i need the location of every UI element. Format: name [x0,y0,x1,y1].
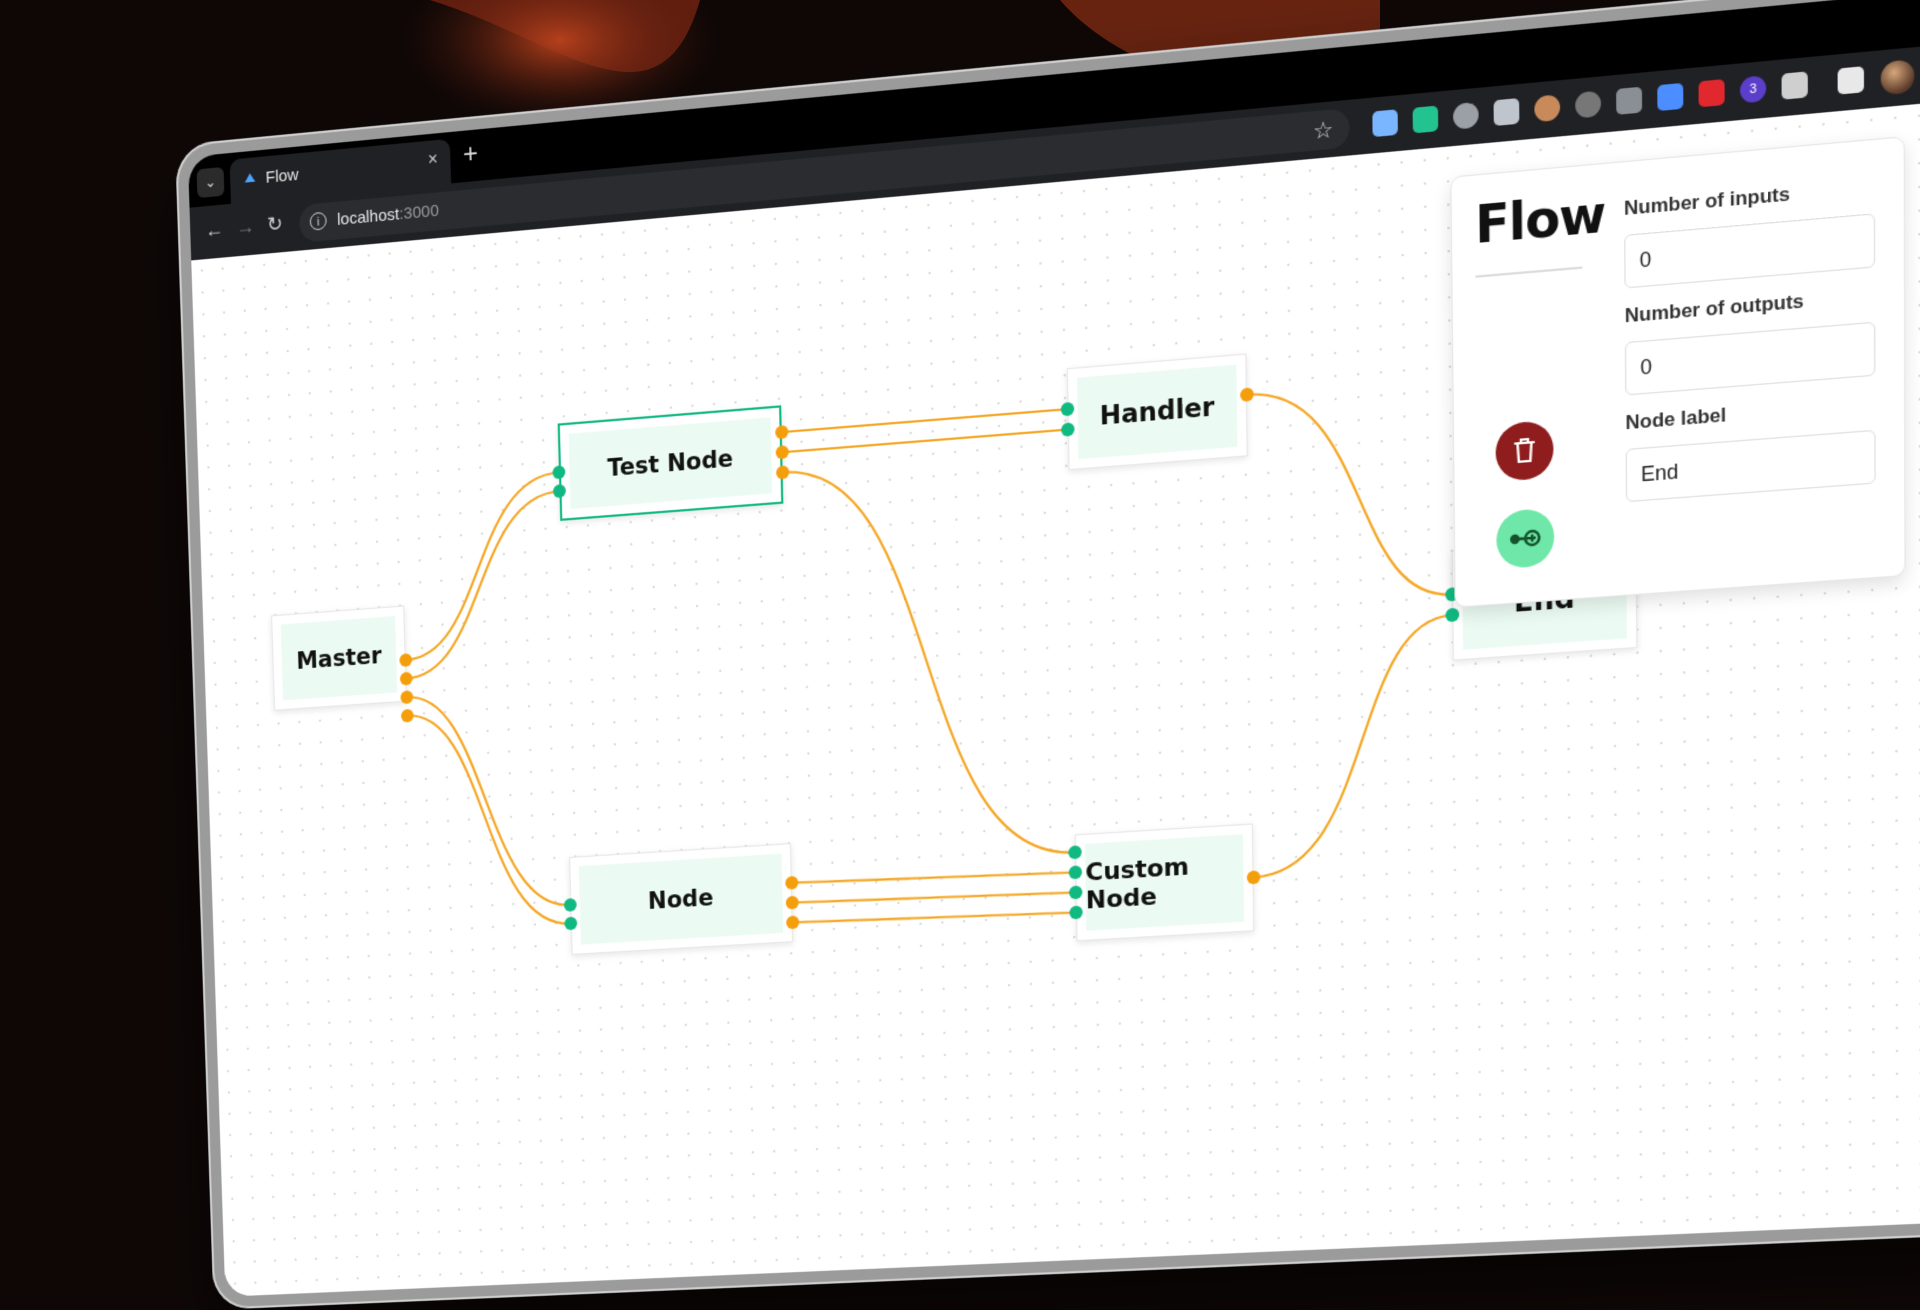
extension-translate-icon[interactable] [1657,82,1684,112]
node-label-custom-node: Custom Node [1084,834,1245,931]
inputs-count-field[interactable] [1624,213,1876,289]
edge-master-node-1 [407,686,571,914]
node-custom-node[interactable]: Custom Node [1074,823,1255,942]
url-port: :3000 [398,201,440,224]
new-tab-button[interactable]: + [462,138,479,170]
extension-lock-icon[interactable] [1698,79,1725,108]
node-label-test-node: Test Node [568,417,773,510]
extension-shield-icon[interactable] [1493,98,1520,127]
node-master[interactable]: Master [271,605,407,711]
url-text: localhost:3000 [337,201,439,229]
node-node[interactable]: Node [569,843,794,955]
site-info-icon[interactable]: i [309,211,327,231]
node-label-field[interactable] [1625,429,1876,503]
reload-icon[interactable]: ↻ [266,212,284,236]
extension-mail-icon[interactable] [1412,105,1439,134]
trash-icon [1495,420,1553,482]
device-bezel: ⌄ Flow × + – ❐ ✕ ← → ↻ i lo [175,0,1920,1310]
node-editor-panel: Flow Number of inputs Number of outputs … [1450,136,1906,608]
edge-master-testnode-2 [401,491,564,679]
link-node-icon [1496,508,1554,570]
node-label-handler: Handler [1076,364,1238,460]
extension-tool-icon[interactable] [1616,86,1643,115]
panel-title: Flow [1474,185,1606,256]
bookmark-star-icon[interactable]: ☆ [1312,117,1334,145]
node-handler[interactable]: Handler [1066,353,1248,471]
outputs-count-label: Number of outputs [1624,289,1804,327]
node-label-field-label: Node label [1625,403,1727,434]
url-host: localhost [336,204,400,230]
node-label-master: Master [280,616,398,701]
edge-node-customnode-1 [792,866,1076,890]
edge-node-customnode-3 [793,906,1076,929]
extension-docs-icon[interactable] [1372,109,1398,138]
edge-handler-end [1247,378,1452,608]
edge-node-customnode-2 [792,886,1075,909]
inputs-count-label: Number of inputs [1623,182,1791,220]
forward-icon[interactable]: → [235,214,255,239]
delete-node-button[interactable] [1495,419,1554,482]
extensions-puzzle-icon[interactable] [1781,71,1808,100]
panel-title-divider [1475,266,1583,278]
side-panel-icon[interactable] [1837,66,1865,95]
tilted-laptop-screen: ⌄ Flow × + – ❐ ✕ ← → ↻ i lo [175,0,1920,1310]
node-label-node: Node [578,853,784,945]
back-icon[interactable]: ← [204,217,224,242]
tab-close-icon[interactable]: × [427,150,438,170]
node-test-node[interactable]: Test Node [557,405,784,521]
browser-window: ⌄ Flow × + – ❐ ✕ ← → ↻ i lo [187,0,1920,1297]
edge-testnode-customnode [783,450,1075,870]
edge-customnode-end [1250,615,1455,877]
tab-title: Flow [265,165,299,188]
edge-master-testnode-1 [401,472,564,660]
edge-testnode-handler-2 [782,430,1068,453]
flow-favicon-icon [244,172,255,183]
tab-search-button[interactable]: ⌄ [196,166,225,199]
tab-strip: ⌄ Flow × + – ❐ ✕ [187,0,1920,208]
edge-testnode-handler-1 [782,409,1068,432]
connect-node-button[interactable] [1496,507,1555,570]
outputs-count-field[interactable] [1624,321,1876,396]
browser-tab[interactable]: Flow × [229,138,452,204]
